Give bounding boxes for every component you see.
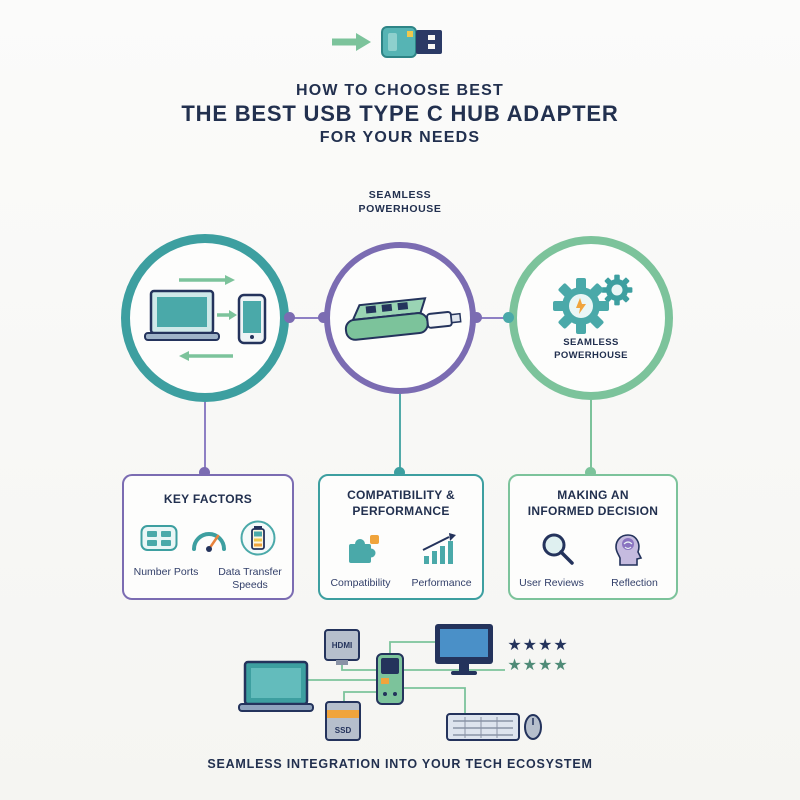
usb-c-adapter-icon [328, 20, 472, 64]
laptop-icon [238, 660, 314, 712]
powerhouse-label-line1: SEAMLESS [563, 337, 619, 349]
card-key-factors: KEY FACTORS [122, 474, 294, 600]
rating-stars-icon: ★★★★ ★★★★ [507, 637, 568, 674]
connector-dot [471, 312, 482, 323]
tagline-line1: SEAMLESS [368, 189, 432, 201]
tagline-line2: POWERHOUSE [358, 203, 442, 216]
card-icons [124, 517, 292, 559]
page-title-line3: FOR YOUR NEEDS [319, 129, 481, 146]
connector-dot [284, 312, 295, 323]
card-labels: User Reviews Reflection [510, 577, 676, 590]
usb-hub-icon [344, 297, 462, 341]
powerhouse-label: SEAMLESS POWERHOUSE [554, 337, 628, 362]
factor-label: User Reviews [519, 577, 584, 590]
powerhouse-label-line2: POWERHOUSE [554, 349, 628, 361]
bar-chart-growth-icon [422, 533, 456, 565]
footer-caption: SEAMLESS INTEGRATION INTO YOUR TECH ECOS… [207, 757, 593, 771]
stars-row-1: ★★★★ [507, 637, 568, 654]
circle-powerhouse: SEAMLESS POWERHOUSE [509, 236, 673, 400]
connector-line-1 [290, 317, 324, 319]
card-title: KEY FACTORS [163, 492, 253, 506]
factor-label: Reflection [611, 577, 658, 590]
connector-line-vertical-3 [590, 400, 592, 472]
card-compatibility-performance: COMPATIBILITY & PERFORMANCE Compatibilit… [318, 474, 484, 600]
circle-devices [121, 234, 289, 402]
puzzle-piece-icon [349, 535, 379, 564]
tagline: SEAMLESS POWERHOUSE [300, 188, 500, 216]
card-title: MAKING AN INFORMED DECISION [527, 488, 659, 518]
stars-row-2: ★★★★ [507, 657, 568, 674]
ssd-label: SSD [335, 726, 352, 735]
monitor-icon [435, 624, 493, 675]
connector-dot [199, 467, 210, 478]
card-labels: Number Ports Data Transfer Speeds [124, 566, 292, 592]
card-icons [320, 528, 482, 570]
magnifier-icon [542, 533, 574, 565]
card-icons [510, 528, 676, 570]
factor-label: Number Ports [133, 565, 199, 578]
head-reflection-icon [615, 534, 643, 566]
factor-label: Performance [411, 577, 472, 590]
battery-icon [240, 520, 276, 556]
connector-line-vertical-2 [399, 394, 401, 472]
keyboard-icon [446, 713, 520, 741]
connector-dot [318, 312, 329, 323]
card-informed-decision: MAKING AN INFORMED DECISION User Reviews… [508, 474, 678, 600]
card-title: COMPATIBILITY & PERFORMANCE [347, 488, 455, 518]
tech-ecosystem-diagram: HDMI ★★★★ ★★★★ [225, 618, 575, 753]
connector-dot [585, 467, 596, 478]
hdmi-box-icon: HDMI [324, 629, 360, 665]
connector-dot [503, 312, 514, 323]
gears-lightning-icon [553, 274, 633, 335]
laptop-phone-sync-icon [144, 275, 267, 361]
connector-line-2 [477, 317, 509, 319]
circle-usb-hub [324, 242, 476, 394]
connector-line-vertical-1 [204, 402, 206, 472]
usb-hub-device-icon [376, 653, 404, 705]
mouse-icon [524, 714, 542, 740]
hdmi-label: HDMI [332, 641, 352, 650]
speed-gauge-icon [192, 531, 226, 552]
page-title-line1: HOW TO CHOOSE BEST [296, 82, 504, 99]
connector-dot [394, 467, 405, 478]
factor-label: Compatibility [330, 577, 391, 590]
card-labels: Compatibility Performance [320, 577, 482, 590]
factor-label: Data Transfer Speeds [218, 565, 282, 591]
usb-ports-icon [140, 524, 178, 551]
ssd-drive-icon: SSD [325, 701, 361, 741]
page-title-line2: THE BEST USB TYPE C HUB ADAPTER [181, 101, 619, 126]
